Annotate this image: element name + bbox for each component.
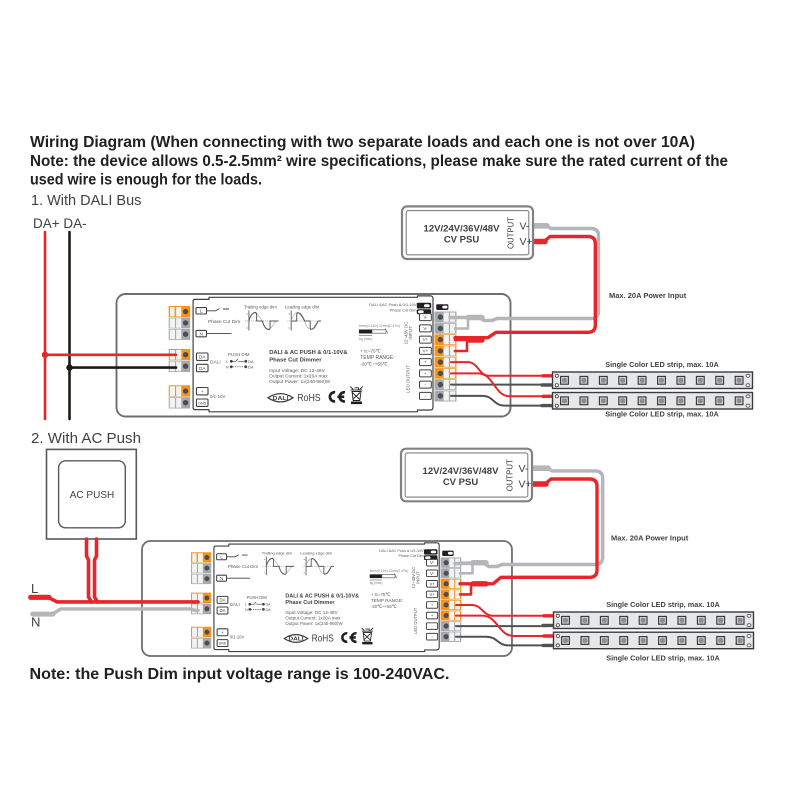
svg-text:1. With DALI Bus: 1. With DALI Bus (31, 193, 141, 209)
svg-text:Single Color LED strip, max. 1: Single Color LED strip, max. 10A (605, 410, 719, 419)
svg-text:Single Color LED strip, max. 1: Single Color LED strip, max. 10A (606, 654, 720, 663)
svg-text:Wiring Diagram (When connectin: Wiring Diagram (When connecting with two… (30, 134, 695, 151)
svg-text:Max. 20A Power Input: Max. 20A Power Input (611, 534, 689, 543)
svg-text:Note: the device allows 0.5-2.: Note: the device allows 0.5-2.5mm² wire … (30, 153, 728, 170)
svg-text:2. With AC Push: 2. With AC Push (31, 431, 141, 447)
svg-text:Single Color LED strip, max. 1: Single Color LED strip, max. 10A (605, 360, 719, 369)
svg-text:Note: the Push Dim input volta: Note: the Push Dim input voltage range i… (30, 666, 450, 683)
svg-text:Single Color LED strip, max. 1: Single Color LED strip, max. 10A (606, 600, 720, 609)
svg-text:AC PUSH: AC PUSH (70, 490, 114, 501)
svg-text:N: N (31, 615, 40, 630)
svg-text:DA+ DA-: DA+ DA- (33, 216, 87, 231)
svg-text:L: L (31, 581, 38, 596)
svg-text:Max. 20A Power Input: Max. 20A Power Input (609, 291, 687, 300)
svg-text:used wire is enough for the lo: used wire is enough for the loads. (30, 172, 262, 189)
